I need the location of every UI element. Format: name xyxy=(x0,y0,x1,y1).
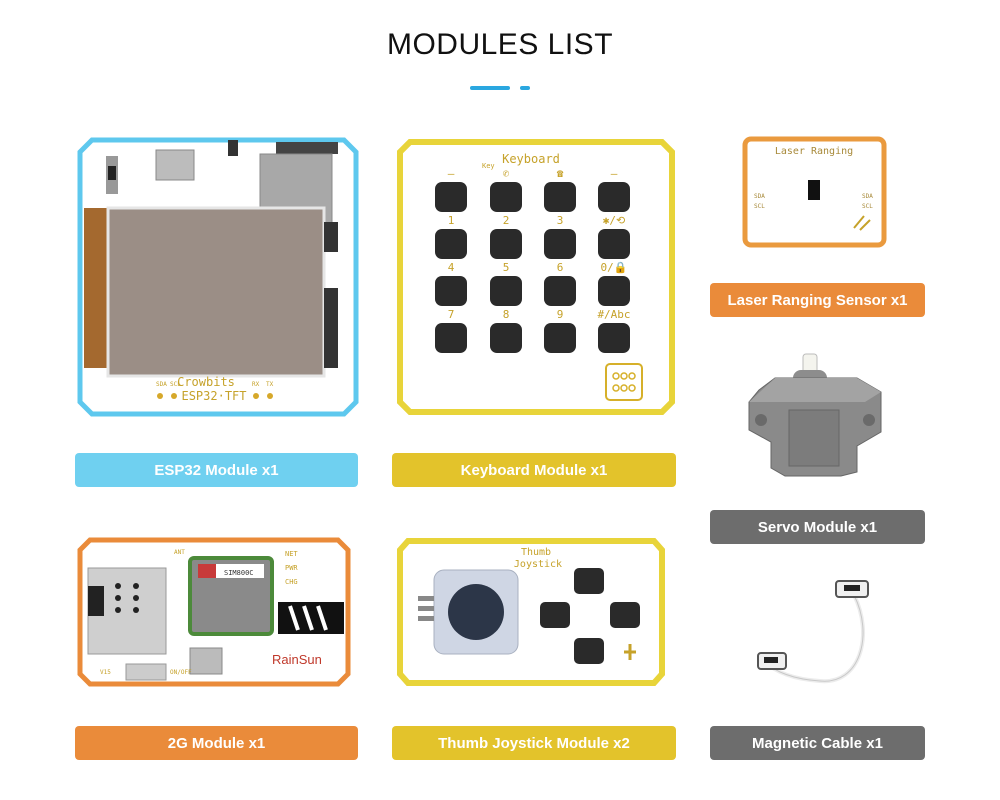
laser-board-title: Laser Ranging xyxy=(775,146,853,157)
keyboard-key-label: ☎ xyxy=(557,167,564,180)
keyboard-key-label: 2 xyxy=(503,214,510,227)
keyboard-key-label: — xyxy=(611,167,618,180)
svg-text:Key: Key xyxy=(482,162,495,170)
keyboard-key xyxy=(544,229,576,259)
keyboard-key-label: 6 xyxy=(557,261,564,274)
keyboard-key-label: 5 xyxy=(503,261,510,274)
magnetic-cable-image xyxy=(757,580,869,684)
keyboard-key-label: ✆ xyxy=(503,167,510,180)
keyboard-module-label: Keyboard Module x1 xyxy=(392,453,676,487)
keyboard-key xyxy=(435,276,467,306)
gsm-brand-text: RainSun xyxy=(272,652,322,667)
keyboard-key xyxy=(544,182,576,212)
svg-text:TX: TX xyxy=(266,381,274,388)
keyboard-key-label: #/Abc xyxy=(597,308,630,321)
keyboard-key-label: 3 xyxy=(557,214,564,227)
keyboard-key xyxy=(544,276,576,306)
keyboard-key xyxy=(490,182,522,212)
svg-text:SDA: SDA xyxy=(156,381,167,388)
keyboard-board-title: Keyboard xyxy=(502,152,560,166)
esp32-module-image: Crowbits ESP32·TFT SDA SCL RX TX xyxy=(77,137,359,417)
svg-text:RX: RX xyxy=(252,381,260,388)
servo-module-image xyxy=(748,353,882,477)
title-accent-dot xyxy=(520,86,530,90)
keyboard-key xyxy=(435,323,467,353)
svg-text:ANT: ANT xyxy=(174,549,185,556)
magnetic-cable-label: Magnetic Cable x1 xyxy=(710,726,925,760)
svg-text:ON/OFF: ON/OFF xyxy=(170,669,192,676)
keyboard-key-label: ✱/⟲ xyxy=(603,214,625,227)
keyboard-key xyxy=(598,229,630,259)
svg-text:V15: V15 xyxy=(100,669,111,676)
esp32-board-text-1: Crowbits xyxy=(177,375,235,389)
keyboard-key-label: — xyxy=(448,167,455,180)
keyboard-module-image: Keyboard Key — ✆ ☎ — 1 2 3 ✱/⟲ 4 5 6 0/🔒 7 8 9 #/Abc xyxy=(397,139,675,415)
keyboard-key-label: 7 xyxy=(448,308,455,321)
esp32-board-text-2: ESP32·TFT xyxy=(181,389,246,403)
keyboard-key-label: 4 xyxy=(448,261,455,274)
keyboard-key-label: 1 xyxy=(448,214,455,227)
keyboard-key xyxy=(598,276,630,306)
keyboard-key-label: 8 xyxy=(503,308,510,321)
keyboard-key xyxy=(490,276,522,306)
svg-text:SCL: SCL xyxy=(170,381,181,388)
svg-text:SDA: SDA xyxy=(862,193,873,200)
keyboard-key xyxy=(544,323,576,353)
joystick-module-label: Thumb Joystick Module x2 xyxy=(392,726,676,760)
svg-text:CHG: CHG xyxy=(285,578,298,586)
svg-text:SDA: SDA xyxy=(754,193,765,200)
keyboard-key xyxy=(598,182,630,212)
joystick-board-title-2: Joystick xyxy=(514,559,562,570)
esp32-module-label: ESP32 Module x1 xyxy=(75,453,358,487)
servo-module-label: Servo Module x1 xyxy=(710,510,925,544)
gsm-chip-text: SIM800C xyxy=(224,569,254,577)
svg-text:NET: NET xyxy=(285,550,298,558)
keyboard-key xyxy=(435,229,467,259)
laser-sensor-image: Laser Ranging SDA SCL SDA SCL xyxy=(742,136,887,248)
keyboard-key-label: 9 xyxy=(557,308,564,321)
joystick-module-image: Thumb Joystick xyxy=(397,538,665,686)
keyboard-key xyxy=(435,182,467,212)
svg-text:SCL: SCL xyxy=(754,203,765,210)
gsm-module-image: SIM800C NET PWR CHG RainSun ON/OFF ANT V… xyxy=(77,537,351,687)
svg-text:PWR: PWR xyxy=(285,564,298,572)
keyboard-key xyxy=(490,323,522,353)
gsm-module-label: 2G Module x1 xyxy=(75,726,358,760)
keyboard-key xyxy=(490,229,522,259)
page-title: MODULES LIST xyxy=(386,28,614,61)
svg-text:SCL: SCL xyxy=(862,203,873,210)
keyboard-key-label: 0/🔒 xyxy=(601,261,628,274)
laser-sensor-label: Laser Ranging Sensor x1 xyxy=(710,283,925,317)
joystick-board-title-1: Thumb xyxy=(521,547,551,558)
keyboard-key-grid: — ✆ ☎ — 1 2 3 ✱/⟲ 4 5 6 0/🔒 7 8 9 #/Abc xyxy=(435,167,631,353)
keyboard-key xyxy=(598,323,630,353)
title-accent-bar xyxy=(470,86,510,90)
